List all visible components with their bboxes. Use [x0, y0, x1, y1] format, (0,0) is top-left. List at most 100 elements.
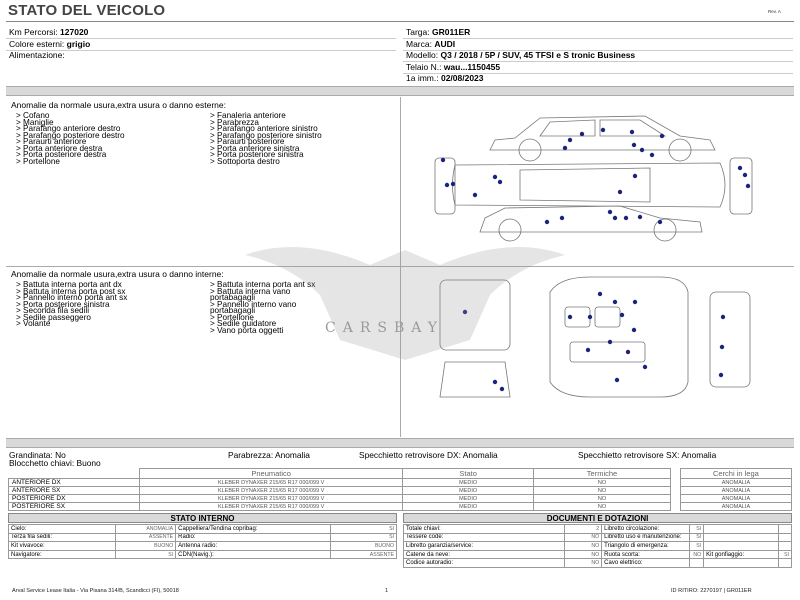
list-item: > Maniglie	[16, 117, 54, 127]
color-row: Colore esterni: grigio	[9, 38, 91, 49]
tyres-table: Pneumatico Stato Termiche Cerchi in lega…	[7, 468, 793, 511]
section-divider	[6, 266, 794, 267]
brand-value: AUDI	[434, 38, 456, 49]
list-item: > Parafango posteriore sinistro	[210, 130, 322, 140]
vehicle-info-left: Km Percorsi: 127020 Colore esterni: grig…	[9, 27, 90, 62]
tyre-position: ANTERIORE DX	[7, 478, 141, 487]
list-item: > Porta posteriore sinistra	[16, 299, 110, 309]
list-item: > Porta posteriore sinistra	[210, 150, 304, 159]
state-header: Stato	[401, 468, 535, 479]
car-front-view	[434, 157, 456, 215]
tyres-header-row: Pneumatico Stato Termiche Cerchi in lega	[9, 468, 793, 479]
wheel	[653, 218, 677, 242]
interior-anomalies-title: Anomalie da normale usura,extra usura o …	[11, 269, 224, 279]
list-item: > Porta anteriore sinistra	[210, 143, 300, 153]
exterior-list-col1: > Cofano > Maniglie > Parafango anterior…	[16, 111, 125, 165]
list-item: > Fanaleria anteriore	[210, 111, 286, 120]
page-title: STATO DEL VEICOLO	[8, 2, 166, 19]
table-row: POSTERIORE SX KLEBER DYNAXER 215/65 R17 …	[7, 502, 793, 511]
section-band	[6, 86, 794, 96]
info-separator	[403, 50, 793, 51]
revision-label: Rev. A	[768, 9, 781, 14]
windshield-view	[439, 361, 511, 398]
footer-id: ID RITIRO: 2270197 | GR011ER	[671, 588, 752, 594]
dashboard-view	[439, 279, 511, 351]
list-item: > Parafango anteriore sinistro	[210, 124, 318, 133]
list-item: > Porta anteriore destra	[16, 143, 103, 153]
table-row: Kit vivavoce: BUONO Antenna radio: BUONO	[7, 541, 397, 551]
info-separator	[6, 50, 396, 51]
tyre-position: POSTERIORE DX	[7, 494, 141, 503]
exterior-list-col2: > Fanaleria anteriore > Parabrezza > Par…	[210, 111, 322, 166]
list-item: > Parafango anteriore destro	[16, 124, 121, 133]
list-item: > Paraurti anteriore	[16, 137, 87, 146]
info-separator	[403, 73, 793, 74]
table-row: POSTERIORE DX KLEBER DYNAXER 215/65 R17 …	[7, 494, 793, 503]
list-item: > Vano porta oggetti	[210, 325, 284, 335]
model-value: Q3 / 2018 / 5P / SUV, 45 TFSI e S tronic…	[440, 50, 636, 60]
car-top-view	[452, 162, 726, 208]
seat	[594, 306, 621, 328]
km-value: 127020	[60, 27, 89, 37]
km-row: Km Percorsi: 127020	[9, 27, 89, 37]
header-divider	[6, 21, 794, 22]
tyre-alloy: ANOMALIA	[679, 478, 793, 487]
model-row: Modello: Q3 / 2018 / 5P / SUV, 45 TFSI e…	[406, 50, 636, 60]
table-row: Navigatore: SI CDN(Navig.): ASSENTE	[7, 549, 397, 560]
trunk-view	[709, 291, 751, 388]
watermark-text: CARSBAY	[325, 320, 445, 336]
vehicle-info-right: Targa: GR011ER Marca: AUDI Modello: Q3 /…	[406, 27, 635, 85]
alloy-header: Cerchi in lega	[679, 468, 793, 479]
tyre-model: KLEBER DYNAXER 215/65 R17 000/099 V	[139, 486, 403, 495]
interior-list-col2: > Battuta interna porta ant sx > Battuta…	[210, 280, 316, 335]
info-separator	[6, 38, 396, 39]
tyre-state: MEDIO	[401, 502, 535, 511]
hail-status: Grandinata: No	[9, 450, 66, 460]
list-item: > Battuta interna porta ant sx	[210, 280, 316, 289]
list-item: portabagagli	[210, 306, 256, 315]
list-item: > Pannello interno porta ant sx	[16, 293, 128, 302]
registration-value: 02/08/2023	[440, 73, 484, 83]
section-band	[6, 438, 794, 448]
brand-row: Marca: AUDI	[406, 38, 456, 49]
column-divider	[400, 97, 401, 437]
vin-row: Telaio N.: wau...1150455	[406, 61, 501, 72]
list-item: > Cofano	[16, 111, 50, 120]
interior-state-title: STATO INTERNO	[8, 513, 397, 523]
exterior-car-diagram	[434, 115, 753, 242]
footer-page-number: 1	[385, 588, 389, 594]
wheel	[668, 138, 692, 162]
list-item: > Parabrezza	[210, 117, 259, 127]
exterior-anomalies-title: Anomalie da normale usura,extra usura o …	[11, 100, 226, 110]
plate-value: GR011ER	[432, 27, 471, 37]
info-separator	[403, 38, 793, 39]
tyre-model: KLEBER DYNAXER 215/65 R17 000/099 V	[139, 502, 403, 511]
interior-car-diagram	[439, 276, 751, 398]
key-block-status: Blocchetto chiavi: Buono	[9, 458, 101, 468]
color-value: grigio	[66, 38, 91, 49]
table-row: Terza fila sedili: ASSENTE Radio: SI	[7, 532, 397, 543]
list-item: > Sedile passeggero	[16, 312, 91, 322]
car-rear-view	[729, 157, 753, 215]
thermal-header: Termiche	[533, 468, 671, 479]
vin-value: wau...1150455	[443, 61, 501, 72]
list-item: portabagagli	[210, 293, 256, 302]
wheel	[498, 218, 522, 242]
car-side-view-top	[489, 115, 716, 151]
tyre-thermal: NO	[533, 494, 671, 503]
list-item: > Portellone	[210, 312, 254, 322]
table-row: Codice autoradio: NO Cavo elettrico:	[403, 558, 792, 568]
list-item: > Sottoporta destro	[210, 156, 280, 166]
interior-state-table: Cielo: ANOMALIA Cappelliera/Tendina copr…	[7, 524, 397, 560]
tyre-thermal: NO	[533, 486, 671, 495]
list-item: > Sedile guidatore	[210, 319, 277, 328]
table-row: ANTERIORE DX KLEBER DYNAXER 215/65 R17 0…	[7, 478, 793, 487]
fuel-row: Alimentazione:	[9, 50, 65, 60]
list-item: > Parafango posteriore destro	[16, 130, 125, 140]
registration-row: 1a imm.: 02/08/2023	[406, 73, 484, 83]
table-row: Cielo: ANOMALIA Cappelliera/Tendina copr…	[7, 524, 397, 534]
mirror-dx-status: Specchietto retrovisore DX: Anomalia	[359, 450, 498, 460]
tyre-position: ANTERIORE SX	[7, 486, 141, 495]
list-item: > Porta posteriore destra	[16, 150, 107, 159]
table-row: Tessere code: NO Libretto uso e manutenz…	[403, 532, 792, 543]
